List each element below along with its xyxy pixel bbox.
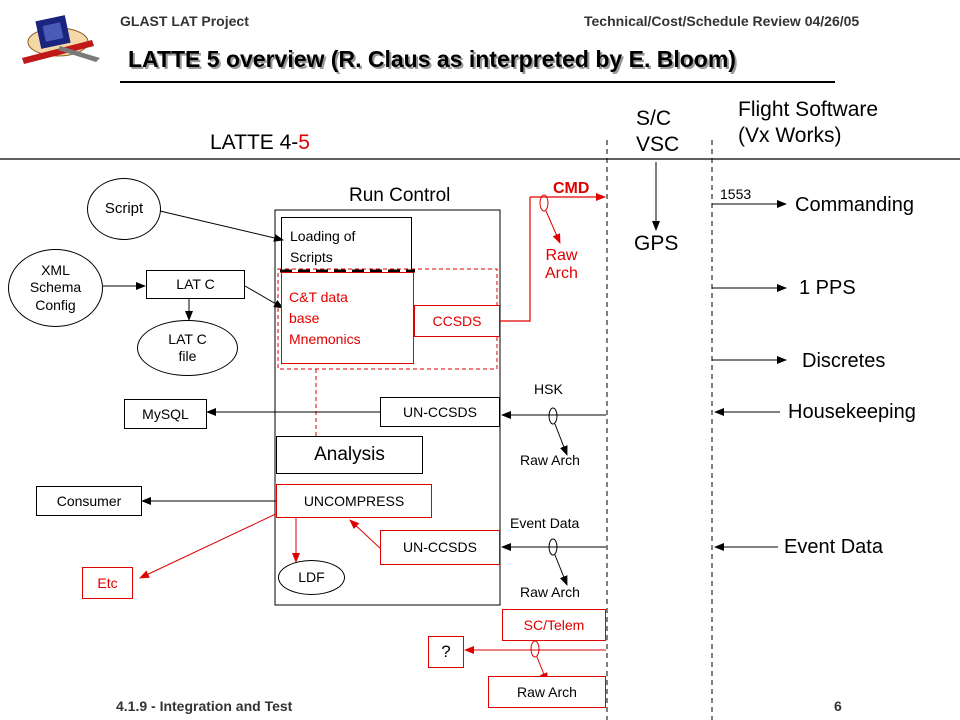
cmd-label: CMD: [553, 180, 590, 197]
sc-telem-box: SC/Telem: [502, 609, 606, 641]
discretes-output: Discretes: [802, 350, 886, 372]
page-number: 6: [834, 698, 842, 714]
ct-database-box: C&T data base Mnemonics: [281, 272, 414, 364]
consumer-box: Consumer: [36, 486, 142, 516]
unccsds-bottom-box: UN-CCSDS: [380, 530, 500, 565]
gps-label: GPS: [634, 232, 679, 255]
latte-label-prefix: LATTE 4-: [210, 131, 299, 154]
sc-vsc-label: S/C VSC: [636, 107, 680, 157]
loading-of-scripts-frame: [281, 217, 412, 269]
latte-label: LATTE 4-5: [210, 131, 310, 155]
bus-1553-label: 1553: [720, 186, 752, 202]
page-title: LATTE 5 overview (R. Claus as interprete…: [128, 46, 736, 72]
raw-arch-cmd-label: Raw Arch: [545, 247, 578, 283]
mysql-box: MySQL: [124, 399, 207, 429]
analysis-box: Analysis: [276, 436, 423, 474]
flight-software-label: Flight Software (Vx Works): [738, 98, 879, 148]
run-control-label: Run Control: [349, 185, 451, 206]
commanding-output: Commanding: [795, 194, 914, 216]
latc-file-node: LAT C file: [137, 320, 238, 376]
xml-schema-config-node: XML Schema Config: [8, 249, 103, 327]
event-data-path-label: Event Data: [510, 515, 580, 531]
etc-box: Etc: [82, 567, 133, 599]
project-name: GLAST LAT Project: [120, 13, 249, 29]
unknown-consumer-box: ?: [428, 636, 464, 668]
uncompress-box: UNCOMPRESS: [276, 484, 432, 518]
latte-label-version: 5: [298, 131, 310, 154]
unccsds-top-box: UN-CCSDS: [380, 397, 500, 427]
hsk-label: HSK: [534, 381, 563, 397]
raw-arch-hsk-label: Raw Arch: [520, 452, 580, 468]
housekeeping-output: Housekeeping: [788, 401, 916, 423]
script-node: Script: [87, 178, 161, 240]
loading-of-scripts-node: Loading of Scripts: [290, 228, 356, 265]
raw-arch-bottom-box: Raw Arch: [488, 676, 606, 708]
run-control-frame: [274, 209, 501, 606]
ldf-node: LDF: [278, 560, 345, 595]
latc-box: LAT C: [146, 270, 245, 299]
pps-output: 1 PPS: [799, 277, 856, 299]
glast-logo: [22, 15, 100, 64]
event-data-output: Event Data: [784, 536, 883, 558]
footer-section: 4.1.9 - Integration and Test: [116, 698, 293, 714]
raw-arch-event-label: Raw Arch: [520, 584, 580, 600]
ccsds-box: CCSDS: [414, 305, 500, 337]
review-date: Technical/Cost/Schedule Review 04/26/05: [584, 13, 860, 29]
